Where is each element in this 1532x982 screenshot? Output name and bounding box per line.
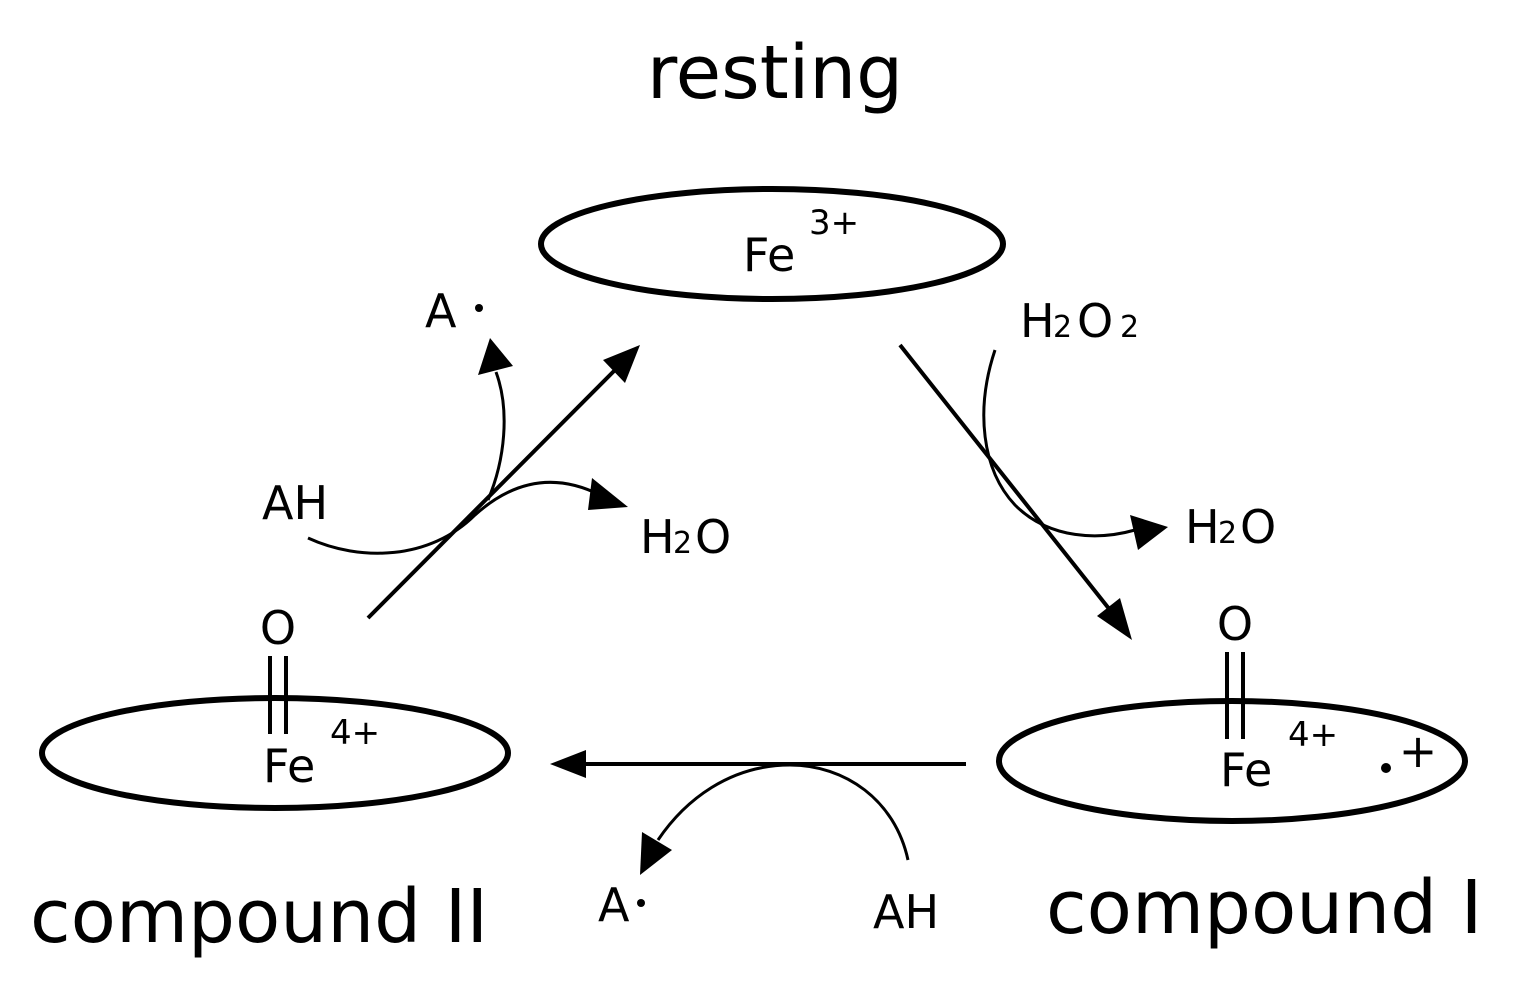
compound-1-charge: 4+ (1288, 715, 1338, 755)
h2o2-o: O (1077, 294, 1113, 348)
arrow-compound-2-to-resting (366, 345, 640, 620)
a-radical-top: A (425, 284, 457, 338)
h2o-right-h: H (1185, 500, 1220, 554)
arrow-resting-to-compound-1-shaft (898, 343, 1112, 612)
arrow-resting-to-compound-1 (898, 343, 1132, 640)
h2o-left-h: H (640, 510, 675, 564)
ah-bottom: AH (873, 885, 939, 939)
compound-2-fe: Fe (263, 739, 315, 793)
compound-1-heme-ellipse (996, 698, 1468, 824)
h2o2-consumption-curve (982, 349, 1136, 538)
a-radical-arrowhead-top (478, 338, 513, 375)
arrow-compound-1-to-compound-2-head (550, 750, 586, 778)
a-radical-bottom: A (598, 878, 630, 932)
compound-1-oxo: O (1217, 597, 1253, 651)
a-radical-top-dot (475, 304, 483, 312)
resting-label: resting (647, 30, 903, 116)
h2o2-h: H (1020, 294, 1055, 348)
h2o-right-o: O (1240, 500, 1276, 554)
h2o-right-subscript: 2 (1218, 516, 1237, 551)
compound-1-radical-dot (1381, 763, 1391, 773)
a-radical-bottom-dot (637, 899, 645, 907)
h2o-release-arrowhead-left (588, 478, 628, 510)
ah-oxidation-curve-bottom (656, 763, 910, 861)
a-radical-release-curve-left (486, 371, 506, 501)
compound-2-oxo: O (260, 601, 296, 655)
h2o-formula-left: H 2 O (640, 510, 731, 564)
compound-1-radical-charge: + (1399, 724, 1438, 778)
ah-left: AH (262, 476, 328, 530)
compound-2-label: compound II (30, 874, 488, 960)
a-radical-arrowhead-bottom (640, 832, 672, 875)
resting-heme: Fe 3+ (538, 186, 1006, 302)
resting-heme-ellipse (538, 186, 1006, 302)
compound-2-charge: 4+ (330, 713, 380, 753)
h2o2-subscript-1: 2 (1053, 310, 1072, 345)
compound-2-heme-ellipse (39, 695, 511, 811)
compound-2-heme: O Fe 4+ (39, 601, 511, 811)
resting-charge: 3+ (809, 203, 859, 243)
arrow-compound-2-to-resting-head (603, 345, 640, 383)
h2o-formula-right: H 2 O (1185, 500, 1276, 554)
arrow-compound-1-to-compound-2 (550, 750, 966, 778)
h2o-left-subscript: 2 (673, 526, 692, 561)
h2o2-formula: H 2 O 2 (1020, 294, 1139, 348)
h2o-left-o: O (695, 510, 731, 564)
h2o2-subscript-2: 2 (1120, 310, 1139, 345)
h2o-release-arrowhead-right (1130, 515, 1168, 550)
compound-1-fe: Fe (1220, 743, 1272, 797)
ah-to-h2o-curve-left (307, 480, 601, 555)
compound-1-label: compound I (1046, 865, 1482, 951)
resting-fe: Fe (743, 228, 795, 282)
compound-1-heme: O Fe 4+ + (996, 597, 1468, 824)
arrow-resting-to-compound-1-head (1097, 598, 1132, 640)
